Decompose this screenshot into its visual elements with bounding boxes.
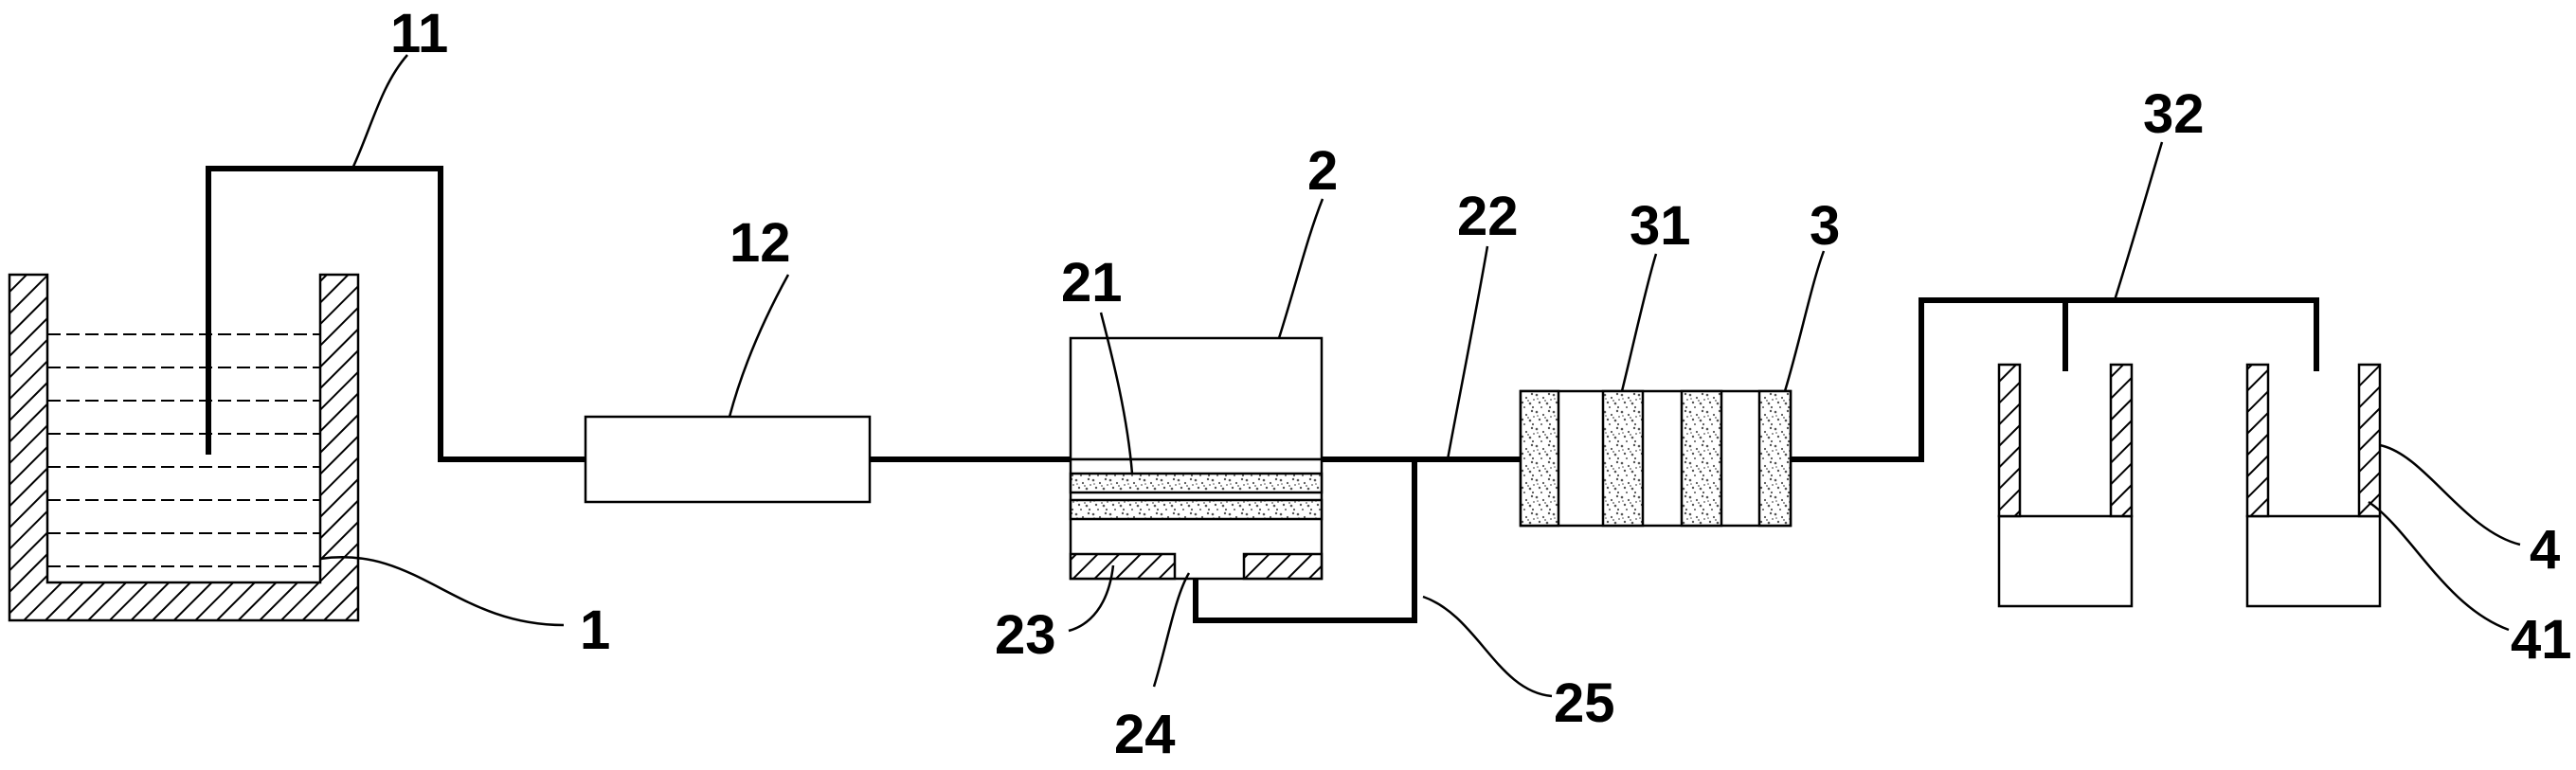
label-intake-pipe: 11: [390, 3, 448, 64]
tank-wall: [8, 273, 360, 622]
cartridge-insert-2: [1601, 389, 1645, 528]
filter-layer-top: [1069, 472, 1324, 494]
tank-liquid: [47, 333, 320, 567]
label-cartridge: 3: [1810, 195, 1840, 257]
label-bottom-plate: 23: [995, 604, 1056, 666]
filter-layer-bottom: [1069, 498, 1324, 521]
leader-12: [728, 274, 790, 418]
manifold-pipe: [1791, 297, 2319, 462]
reference-numerals: 1 11 12 2 21 22 23 24 25 3 31 32 4 41: [390, 3, 2572, 765]
container-left-wall-r: [2109, 363, 2134, 518]
filter-housing-upper: [1069, 336, 1324, 461]
label-manifold: 32: [2143, 83, 2205, 145]
container-right: [2245, 363, 2382, 608]
label-container: 4: [2530, 519, 2560, 581]
leader-24: [1152, 572, 1191, 688]
cartridge-insert-4: [1757, 389, 1792, 528]
leader-21: [1099, 312, 1134, 475]
label-tank: 1: [580, 600, 610, 661]
cartridge: [1519, 389, 1792, 528]
leader-31: [1620, 253, 1658, 392]
label-filter-housing: 2: [1307, 140, 1338, 202]
leader-32: [2113, 141, 2164, 301]
container-left-wall-l: [1997, 363, 2022, 518]
container-left: [1997, 363, 2134, 608]
leader-3: [1783, 250, 1826, 392]
leader-4: [2379, 443, 2521, 546]
container-right-wall-r: [2357, 363, 2382, 518]
pump: [584, 415, 872, 504]
label-container-wall: 41: [2511, 609, 2572, 671]
label-pump: 12: [730, 212, 791, 274]
intake-pipe: [206, 166, 585, 462]
tank: [8, 273, 360, 622]
container-left-body: [1997, 514, 2134, 608]
filter-housing: [1069, 336, 1324, 581]
label-outlet-hole: 24: [1114, 704, 1176, 765]
leader-1: [319, 556, 565, 627]
leader-lines: [319, 54, 2521, 698]
leader-2: [1277, 198, 1324, 339]
bottom-plate-left: [1069, 552, 1177, 581]
leader-22: [1446, 245, 1489, 460]
cartridge-body: [1519, 389, 1792, 528]
leader-23: [1068, 564, 1115, 633]
label-return-pipe: 25: [1554, 672, 1615, 734]
leader-11: [351, 54, 408, 170]
container-right-body: [2245, 514, 2382, 608]
cartridge-insert-1: [1519, 389, 1560, 528]
leader-25: [1422, 595, 1553, 698]
bottom-plate-right: [1242, 552, 1324, 581]
label-cartridge-insert: 31: [1630, 195, 1691, 257]
leader-41: [2368, 500, 2510, 632]
return-pipe: [1193, 459, 1417, 623]
label-branch-pipe: 22: [1457, 186, 1519, 247]
cartridge-insert-3: [1680, 389, 1723, 528]
container-right-wall-l: [2245, 363, 2270, 518]
label-filter-layer: 21: [1061, 252, 1123, 313]
